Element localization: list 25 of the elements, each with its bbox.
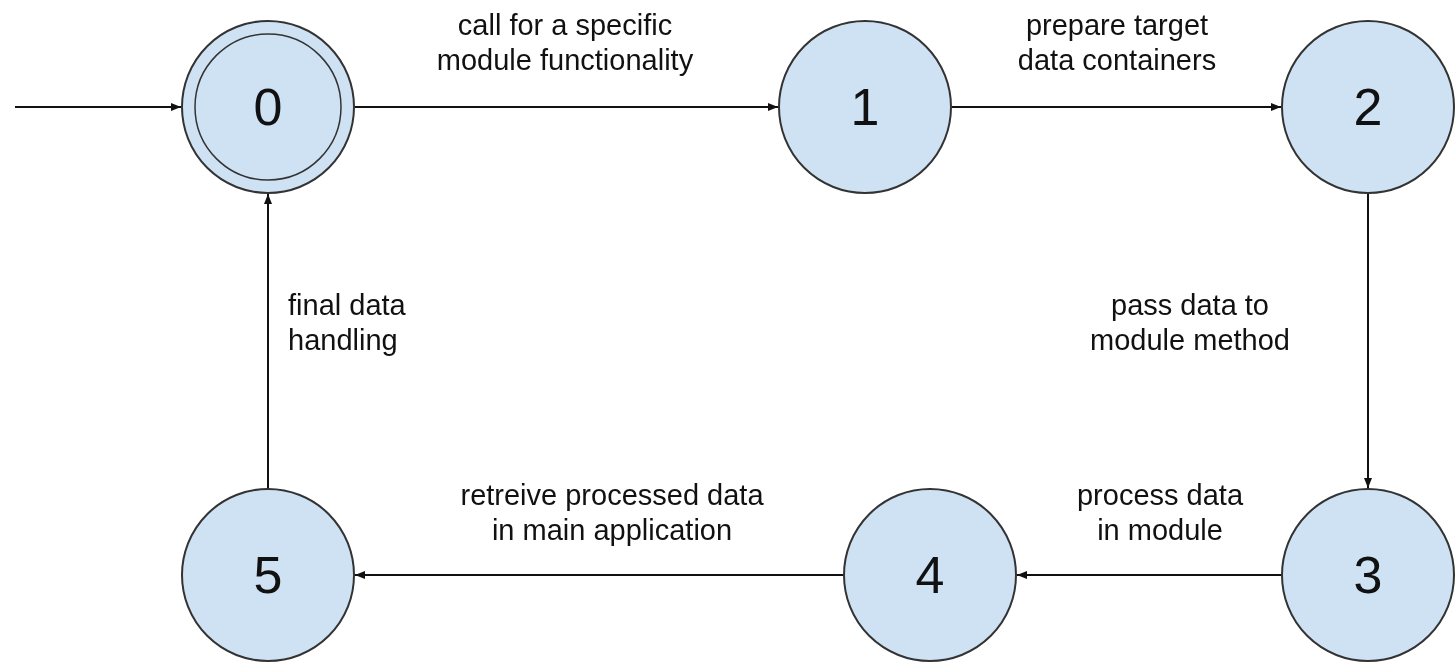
state-circle — [181, 20, 355, 194]
state-number: 2 — [1352, 81, 1384, 133]
state-number: 4 — [914, 549, 946, 601]
arrow — [1364, 193, 1372, 489]
arrow — [14, 103, 182, 111]
state-circle — [1281, 20, 1455, 194]
edge-label: final data handling — [288, 288, 407, 358]
edge-label: process data in module — [1075, 478, 1244, 548]
state-circle — [843, 488, 1017, 662]
arrow — [1016, 571, 1282, 579]
arrow — [264, 193, 272, 489]
edge-label: call for a specific module functionality — [435, 8, 695, 78]
arrow — [354, 571, 844, 579]
state-circle — [181, 488, 355, 662]
edge-label: prepare target data containers — [1016, 8, 1218, 78]
arrow — [951, 103, 1282, 111]
state-circle — [778, 20, 952, 194]
state-number: 3 — [1352, 549, 1384, 601]
state-number: 0 — [252, 81, 284, 133]
edge-label: retreive processed data in main application — [459, 478, 765, 548]
arrow — [354, 103, 779, 111]
state-number: 1 — [849, 81, 881, 133]
state-number: 5 — [252, 549, 284, 601]
edge-label: pass data to module method — [1089, 288, 1291, 358]
state-circle — [1281, 488, 1455, 662]
